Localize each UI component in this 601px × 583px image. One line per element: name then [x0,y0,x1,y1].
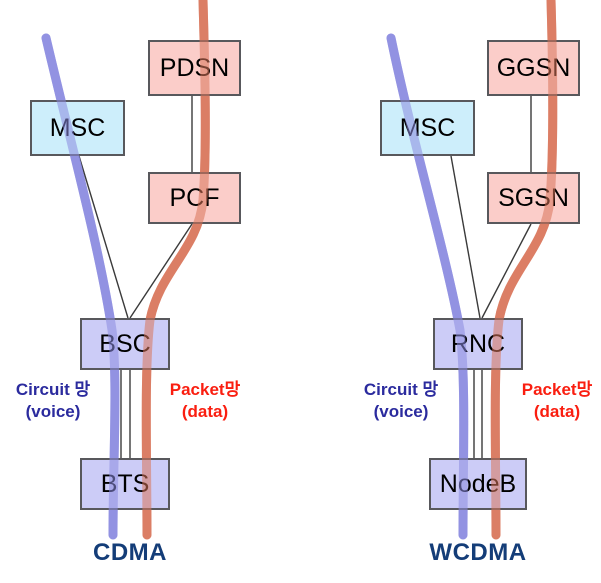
label-line-2: (data) [181,401,229,421]
label-line-1: Circuit 망 [363,380,439,399]
box-label: PCF [169,183,220,212]
box-wcdma-msc[interactable]: MSC [380,100,475,156]
box-wcdma-rnc[interactable]: RNC [433,318,523,370]
box-label: PDSN [159,53,230,82]
box-label: GGSN [496,53,571,82]
panel-title-wcdma: WCDMA [429,539,527,566]
label-line-2: (voice) [25,401,81,421]
link-msc-bsc [78,155,129,319]
box-cdma-pdsn[interactable]: PDSN [148,40,241,96]
label-line-1: Packet망 [521,380,593,399]
box-cdma-bsc[interactable]: BSC [80,318,170,370]
link-sgsn-rnc [481,223,532,319]
label-cdma-circuit: Circuit 망 (voice) [4,379,102,423]
box-label: NodeB [439,469,517,498]
box-wcdma-nodeb[interactable]: NodeB [429,458,527,510]
label-wcdma-packet: Packet망 (data) [508,379,601,423]
link-msc-rnc [450,155,481,319]
box-label: BTS [100,469,150,498]
box-cdma-msc[interactable]: MSC [30,100,125,156]
label-wcdma-circuit: Circuit 망 (voice) [352,379,450,423]
box-label: BSC [99,329,151,358]
box-label: MSC [49,113,106,142]
box-label: MSC [399,113,456,142]
label-line-2: (data) [533,401,581,421]
link-pcf-bsc [129,223,193,319]
label-cdma-packet: Packet망 (data) [156,379,254,423]
label-line-2: (voice) [373,401,429,421]
box-label: SGSN [498,183,569,212]
box-cdma-bts[interactable]: BTS [80,458,170,510]
label-line-1: Packet망 [169,380,241,399]
box-wcdma-sgsn[interactable]: SGSN [487,172,580,224]
box-cdma-pcf[interactable]: PCF [148,172,241,224]
box-label: RNC [450,329,506,358]
box-wcdma-ggsn[interactable]: GGSN [487,40,580,96]
panel-title-cdma: CDMA [93,539,167,566]
label-line-1: Circuit 망 [15,380,91,399]
